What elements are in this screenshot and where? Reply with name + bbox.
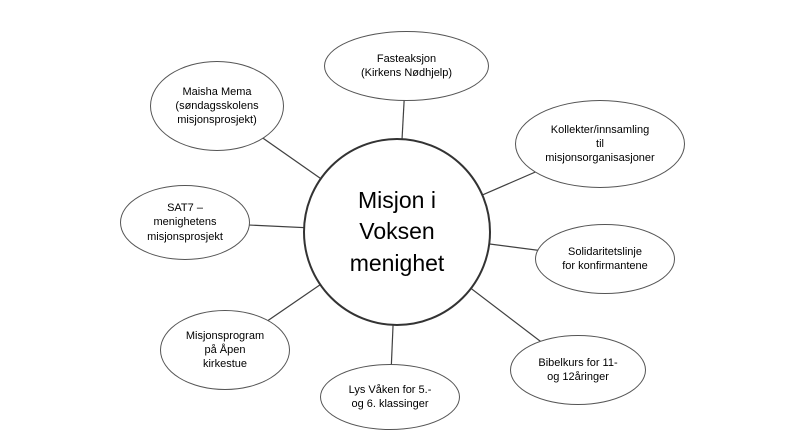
node-fasteaksjon-label: Fasteaksjon (Kirkens Nødhjelp)	[360, 52, 453, 79]
center-hub: Misjon i Voksen menighet	[303, 138, 491, 326]
node-sat7: SAT7 – menighetens misjonsprosjekt	[120, 185, 250, 260]
node-maisha-mema: Maisha Mema (søndagsskolens misjonsprosj…	[150, 61, 284, 151]
node-solidaritetslinje: Solidaritetslinje for konfirmantene	[535, 224, 675, 294]
node-lys-vaken: Lys Våken for 5.- og 6. klassinger	[320, 364, 460, 430]
node-kollekter: Kollekter/innsamling til misjonsorganisa…	[515, 100, 685, 188]
node-maisha-mema-label: Maisha Mema (søndagsskolens misjonsprosj…	[175, 85, 259, 127]
node-sat7-label: SAT7 – menighetens misjonsprosjekt	[147, 202, 223, 243]
node-bibelkurs-label: Bibelkurs for 11- og 12åringer	[538, 356, 618, 383]
node-misjonsprogram: Misjonsprogram på Åpen kirkestue	[160, 310, 290, 390]
center-hub-label: Misjon i Voksen menighet	[349, 187, 445, 276]
node-kollekter-label: Kollekter/innsamling til misjonsorganisa…	[545, 123, 655, 165]
node-bibelkurs: Bibelkurs for 11- og 12åringer	[510, 335, 646, 405]
node-fasteaksjon: Fasteaksjon (Kirkens Nødhjelp)	[324, 31, 489, 101]
node-solidaritetslinje-label: Solidaritetslinje for konfirmantene	[562, 245, 648, 272]
node-misjonsprogram-label: Misjonsprogram på Åpen kirkestue	[185, 329, 265, 371]
node-lys-vaken-label: Lys Våken for 5.- og 6. klassinger	[348, 383, 432, 410]
